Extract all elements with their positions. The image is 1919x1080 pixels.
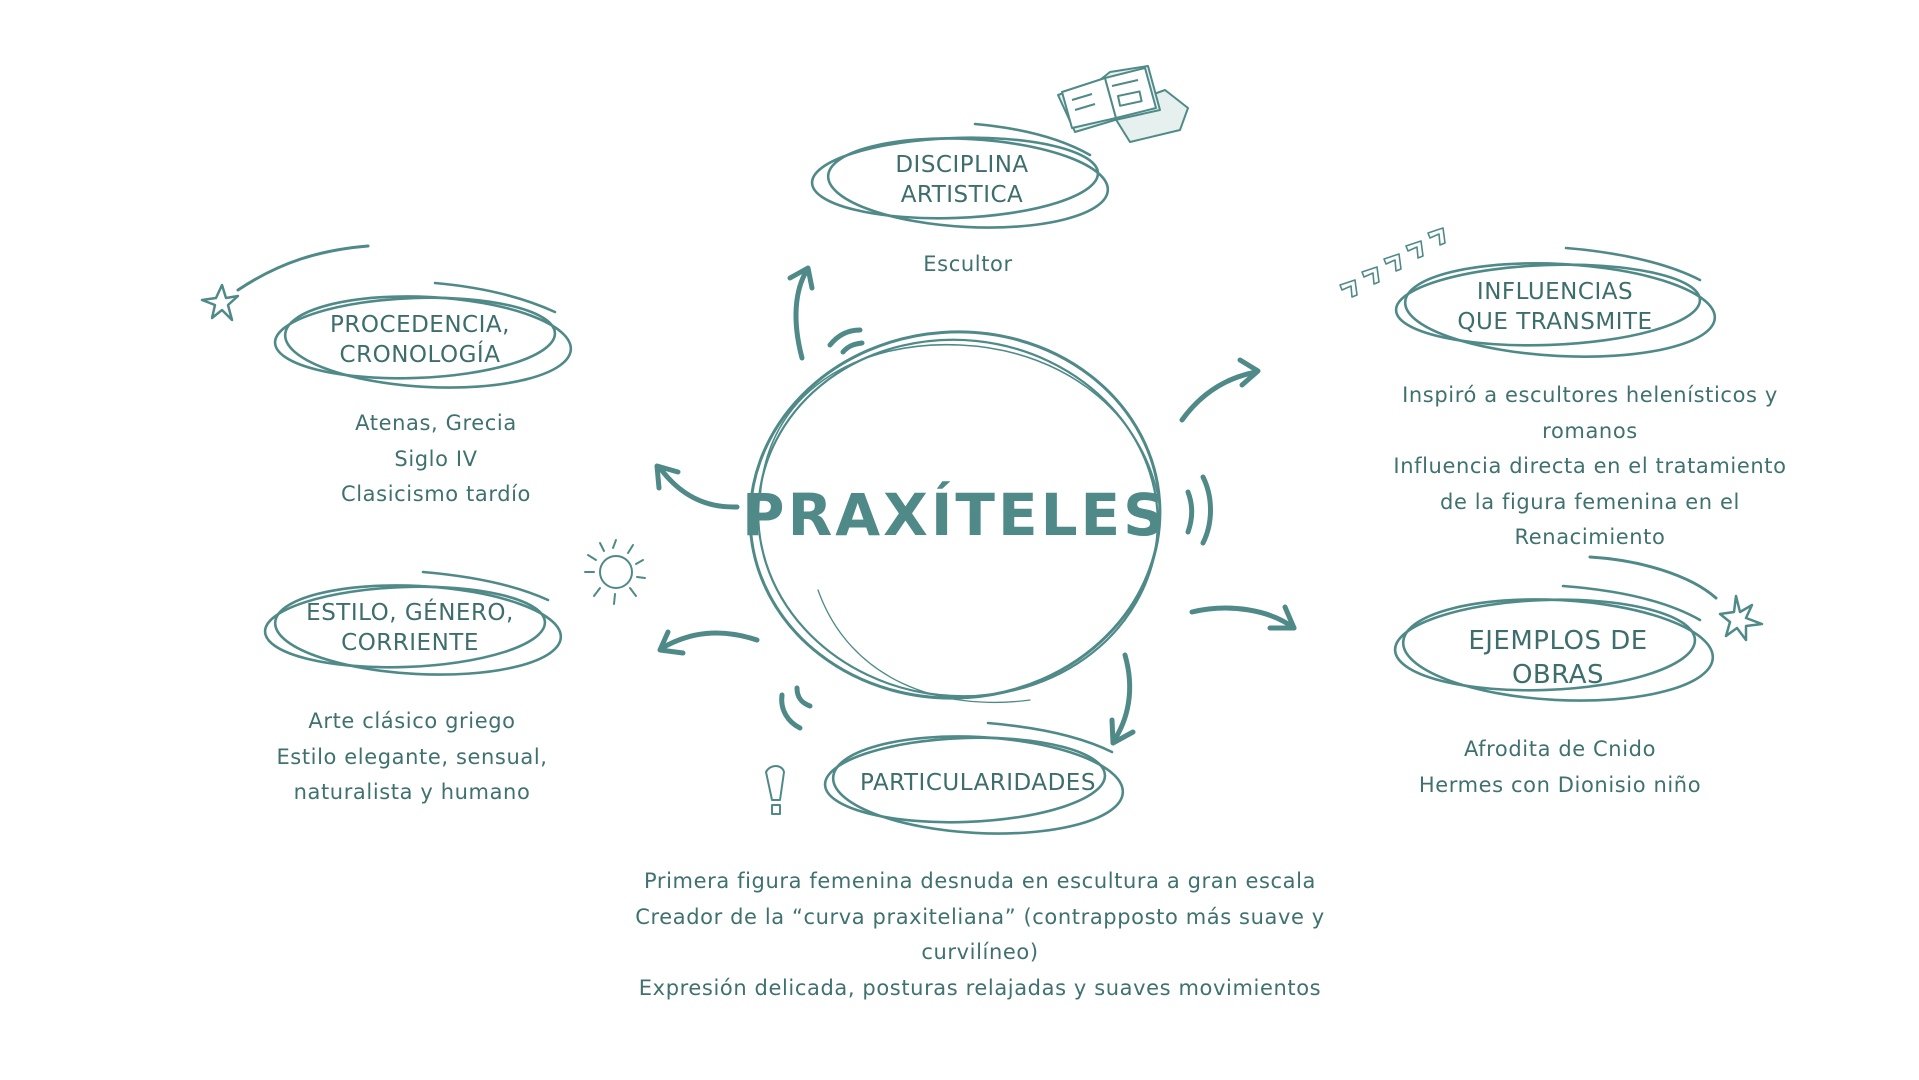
node-item: Siglo IV: [394, 446, 478, 471]
node-particularidades-label: PARTICULARIDADES: [860, 768, 1096, 798]
node-label-line: CORRIENTE: [341, 630, 479, 656]
node-label-line: PROCEDENCIA,: [330, 312, 510, 338]
node-ejemplos-label: EJEMPLOS DE OBRAS: [1468, 624, 1647, 692]
node-item: Escultor: [923, 252, 1013, 276]
node-item: Influencia directa en el tratamiento: [1393, 454, 1787, 478]
node-item: Atenas, Grecia: [355, 411, 517, 435]
books-icon: [1057, 65, 1189, 143]
node-item: Estilo elegante, sensual,: [276, 744, 548, 769]
node-label-line: DISCIPLINA: [895, 152, 1029, 178]
node-disciplina-items: Escultor: [923, 247, 1012, 283]
node-particularidades-items: Primera figura femenina desnuda en escul…: [635, 864, 1325, 1006]
node-item: de la figura femenina en el: [1440, 489, 1740, 514]
node-label-line: PARTICULARIDADES: [860, 770, 1096, 796]
node-item: Expresión delicada, posturas relajadas y…: [638, 975, 1322, 1000]
node-item: Creador de la “curva praxiteliana” (cont…: [635, 904, 1325, 929]
node-label-line: ESTILO, GÉNERO,: [306, 600, 514, 626]
node-disciplina-label: DISCIPLINA ARTISTICA: [895, 150, 1028, 210]
exclamation-icon: [765, 765, 785, 815]
center-title: PRAXÍTELES: [742, 481, 1168, 549]
node-label-line: QUE TRANSMITE: [1457, 309, 1653, 335]
node-estilo-items: Arte clásico griego Estilo elegante, sen…: [276, 704, 547, 811]
node-influencias-items: Inspiró a escultores helenísticos y roma…: [1393, 378, 1786, 556]
chevrons-icon: [1339, 227, 1446, 298]
node-item: Renacimiento: [1514, 525, 1666, 549]
node-estilo-label: ESTILO, GÉNERO, CORRIENTE: [306, 598, 514, 658]
shooting-star-icon: [200, 244, 370, 322]
node-item: Arte clásico griego: [308, 709, 516, 733]
node-item: romanos: [1542, 418, 1638, 443]
node-label-line: ARTISTICA: [900, 182, 1024, 208]
node-item: Afrodita de Cnido: [1463, 737, 1657, 761]
node-procedencia-items: Atenas, Grecia Siglo IV Clasicismo tardí…: [341, 406, 531, 513]
node-label-line: CRONOLOGÍA: [339, 342, 501, 368]
node-label-line: EJEMPLOS DE: [1468, 626, 1648, 656]
node-label-line: INFLUENCIAS: [1476, 279, 1634, 305]
node-procedencia-label: PROCEDENCIA, CRONOLOGÍA: [330, 310, 510, 370]
node-item: Clasicismo tardío: [340, 482, 532, 506]
node-ejemplos-items: Afrodita de Cnido Hermes con Dionisio ni…: [1419, 732, 1701, 803]
node-item: curvilíneo): [921, 940, 1039, 964]
sun-icon: [584, 539, 646, 605]
node-item: Inspiró a escultores helenísticos y: [1402, 383, 1778, 407]
node-item: Hermes con Dionisio niño: [1418, 772, 1702, 797]
node-item: Primera figura femenina desnuda en escul…: [643, 869, 1317, 893]
node-label-line: OBRAS: [1511, 660, 1605, 690]
node-influencias-label: INFLUENCIAS QUE TRANSMITE: [1457, 277, 1652, 337]
node-item: naturalista y humano: [293, 780, 531, 804]
